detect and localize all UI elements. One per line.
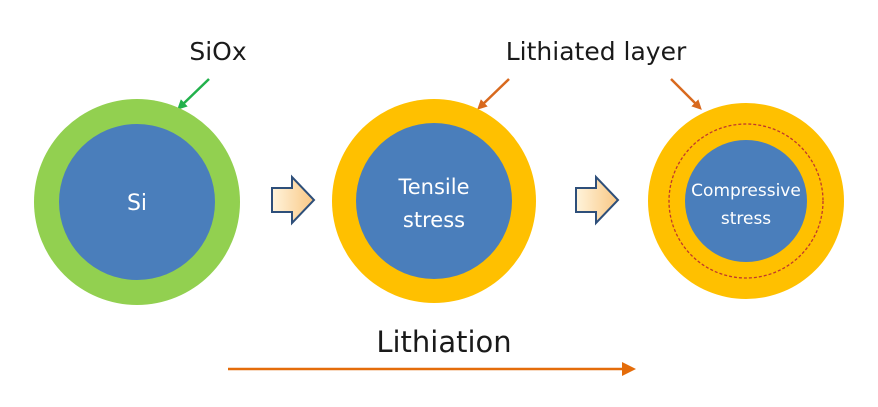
particle-label-compressive-2: stress — [721, 209, 771, 229]
particle-tensile: Tensile stress — [332, 99, 536, 303]
step-arrow-1-block-arrow-right-icon — [271, 174, 316, 226]
siox-label: SiOx — [189, 37, 246, 66]
particle-si: Si — [34, 99, 240, 305]
si-core — [59, 124, 215, 280]
particle-label-tensile-2: stress — [403, 208, 465, 232]
particle-label-si: Si — [127, 191, 147, 216]
particle-label-compressive-1: Compressive — [691, 181, 801, 201]
lithiated-pointer-arrow-icon-1 — [477, 78, 510, 110]
lithiation-label: Lithiation — [376, 325, 511, 359]
lithiated-pointer-arrow-icon-2 — [670, 78, 702, 110]
particle-label-tensile-1: Tensile — [397, 175, 469, 199]
siox-pointer-arrow-icon — [177, 78, 210, 110]
core-compressive — [685, 140, 807, 262]
particle-compressive: Compressive stress — [648, 103, 844, 299]
stress-boundary-ring — [668, 123, 824, 279]
step-arrow-2-block-arrow-right-icon — [575, 174, 620, 226]
core-tensile — [356, 123, 512, 279]
lithiated-layer-label: Lithiated layer — [506, 37, 687, 66]
